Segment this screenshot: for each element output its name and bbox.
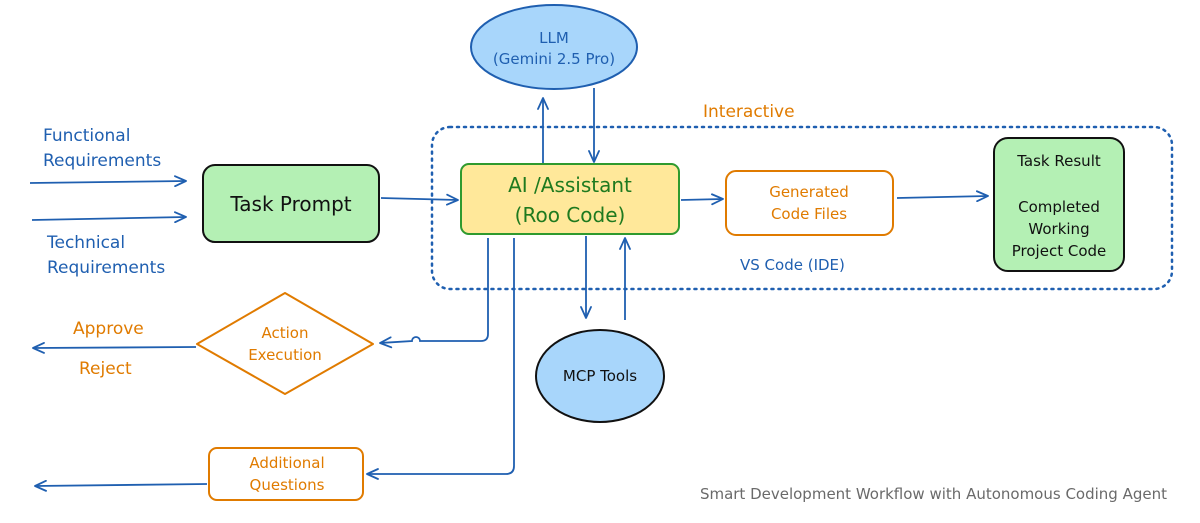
mcp-tools-node [535,329,665,423]
functional-label-line1: Functional [43,126,130,146]
task-result-line4: Project Code [1012,242,1107,260]
additional-questions-node [208,447,364,501]
technical-arrow [31,211,187,224]
assistant-to-action-arrow [379,238,489,349]
generated-node [725,170,894,236]
functional-label-line2: Requirements [43,151,161,171]
approve-label: Approve [73,319,144,339]
task-prompt-label: Task Prompt [229,192,351,216]
generated-label-line1: Generated [769,183,849,201]
task-prompt-node [202,164,380,243]
assistant-to-questions-arrow [366,238,515,480]
additional-questions-line1: Additional [249,454,324,472]
llm-label-line1: LLM [539,29,569,47]
action-execution-line1: Action [262,324,309,342]
task-result-line2: Completed [1018,198,1100,216]
task-result-line3: Working [1028,220,1089,238]
mcp-tools-label: MCP Tools [563,367,637,385]
generated-label-line2: Code Files [771,205,847,223]
assistant-label-line2: (Roo Code) [515,203,626,227]
prompt-to-assistant-arrow [380,193,459,206]
reject-label: Reject [79,359,132,379]
interactive-region [430,125,1174,291]
action-execution-line2: Execution [248,346,322,364]
diagram-caption: Smart Development Workflow with Autonomo… [700,485,1167,503]
technical-label-line1: Technical [46,233,125,253]
assistant-to-generated-arrow [680,193,724,206]
technical-label-line2: Requirements [47,258,165,278]
llm-node [470,4,638,90]
llm-label-line2: (Gemini 2.5 Pro) [493,50,615,68]
assistant-node [460,163,680,235]
generated-to-result-arrow [896,190,989,203]
assistant-label-line1: AI /Assistant [508,173,632,197]
action-execution-node [196,292,374,395]
vscode-label: VS Code (IDE) [740,256,845,274]
additional-questions-line2: Questions [250,476,325,494]
task-result-node [993,137,1125,272]
action-output-arrow [32,342,197,354]
functional-arrow [29,175,187,188]
questions-output-arrow [34,479,208,492]
interactive-label: Interactive [703,102,795,122]
task-result-line1: Task Result [1016,152,1101,170]
